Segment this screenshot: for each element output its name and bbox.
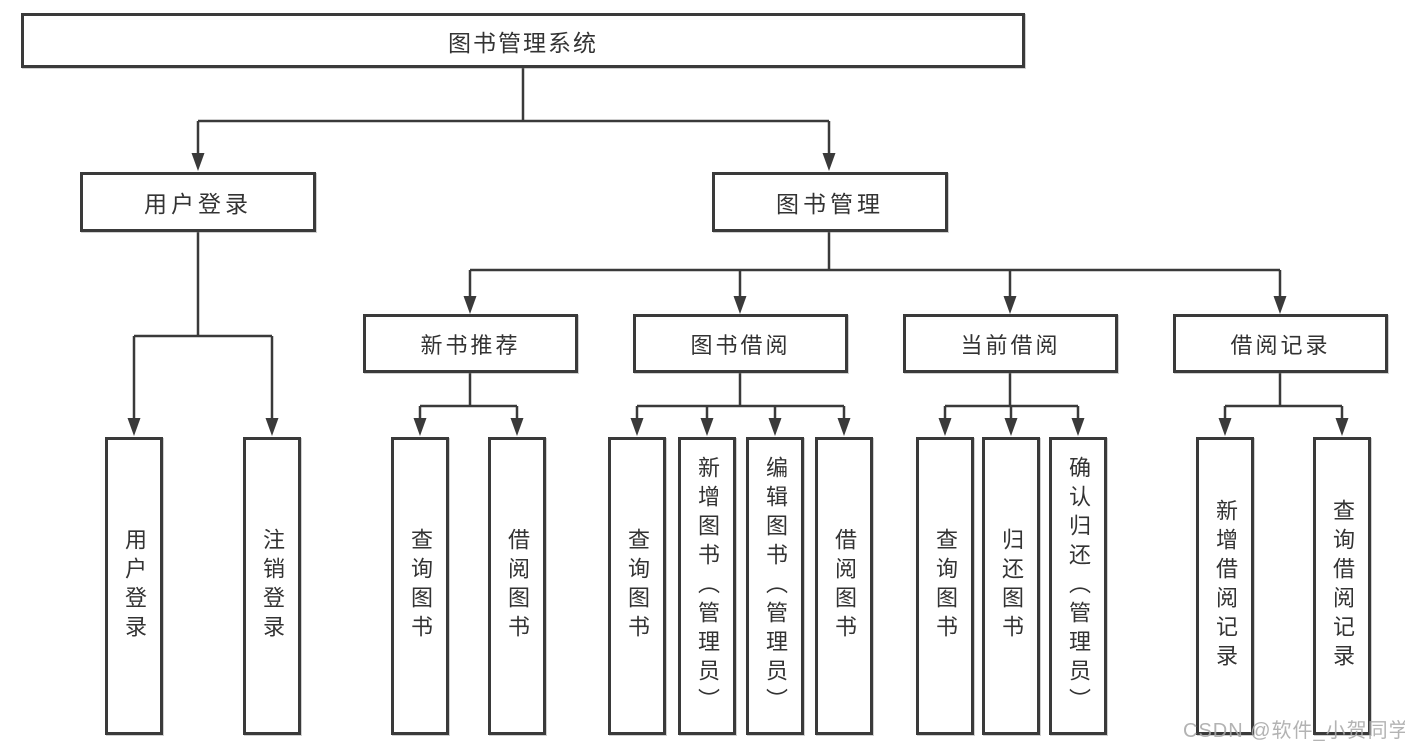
leaf-borrow-edit-book-admin: 编辑图书（管理员）: [746, 437, 804, 735]
leaf-current-query-book-label: 查询图书: [933, 528, 958, 644]
leaf-current-return-book: 归还图书: [982, 437, 1040, 735]
leaf-borrow-borrow-book-label: 借阅图书: [832, 528, 857, 644]
leaf-user-login-label: 用户登录: [122, 528, 147, 644]
leaf-borrow-add-book-admin: 新增图书（管理员）: [678, 437, 736, 735]
leaf-current-return-book-label: 归还图书: [999, 528, 1024, 644]
leaf-borrow-edit-book-admin-label: 编辑图书（管理员）: [763, 455, 788, 717]
leaf-records-query-label: 查询借阅记录: [1330, 499, 1355, 673]
node-user-login: 用户登录: [80, 172, 316, 232]
leaf-records-query: 查询借阅记录: [1313, 437, 1371, 735]
node-borrow-records: 借阅记录: [1173, 314, 1388, 373]
leaf-borrow-query-book: 查询图书: [608, 437, 666, 735]
leaf-borrow-borrow-book: 借阅图书: [815, 437, 873, 735]
leaf-user-login: 用户登录: [105, 437, 163, 735]
leaf-recommend-query-book-label: 查询图书: [408, 528, 433, 644]
leaf-records-add: 新增借阅记录: [1196, 437, 1254, 735]
leaf-recommend-query-book: 查询图书: [391, 437, 449, 735]
csdn-watermark: CSDN @软件_小贺同学: [1183, 720, 1405, 742]
leaf-recommend-borrow-book: 借阅图书: [488, 437, 546, 735]
leaf-logout-login-label: 注销登录: [260, 528, 285, 644]
node-book-borrow: 图书借阅: [633, 314, 848, 373]
leaf-borrow-add-book-admin-label: 新增图书（管理员）: [695, 455, 720, 717]
leaf-records-add-label: 新增借阅记录: [1213, 499, 1238, 673]
node-book-management: 图书管理: [712, 172, 948, 232]
leaf-current-confirm-return-admin: 确认归还（管理员）: [1049, 437, 1107, 735]
node-new-book-recommend: 新书推荐: [363, 314, 578, 373]
leaf-borrow-query-book-label: 查询图书: [625, 528, 650, 644]
node-root: 图书管理系统: [21, 13, 1025, 68]
node-current-borrow: 当前借阅: [903, 314, 1118, 373]
leaf-recommend-borrow-book-label: 借阅图书: [505, 528, 530, 644]
leaf-logout-login: 注销登录: [243, 437, 301, 735]
leaf-current-query-book: 查询图书: [916, 437, 974, 735]
leaf-current-confirm-return-admin-label: 确认归还（管理员）: [1066, 455, 1091, 717]
